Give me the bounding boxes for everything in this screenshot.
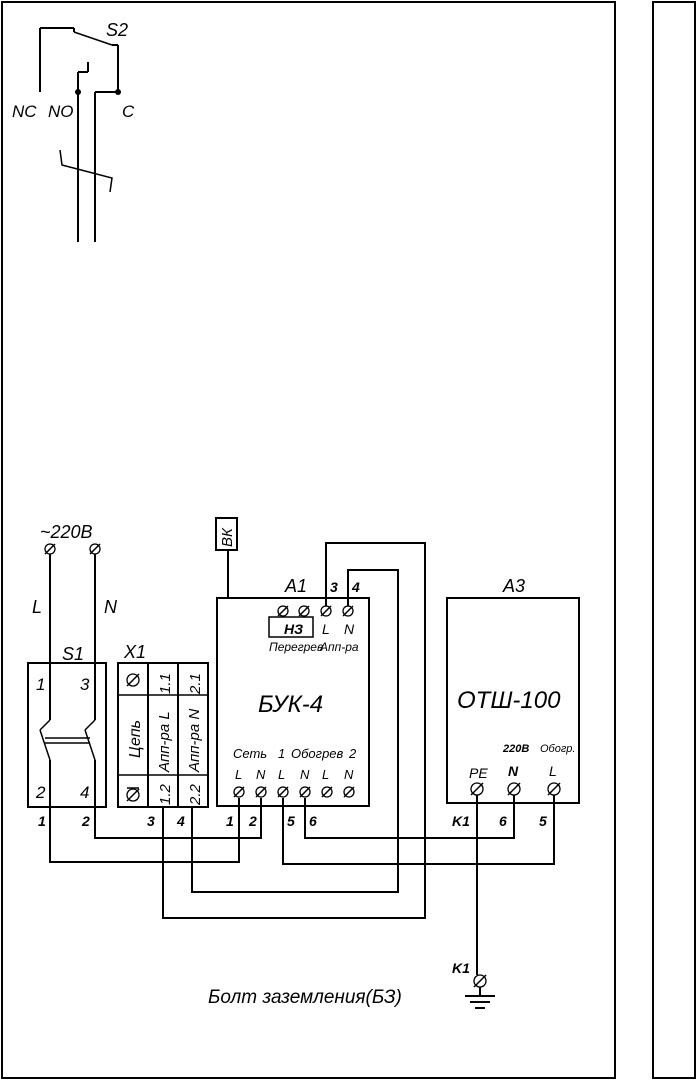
a1-group-net: Сеть [233,746,267,761]
wire-5 [282,795,555,865]
a1-pin-label-5: L [322,767,329,782]
a1-top-l: L [322,621,330,637]
ground-bolt: K1 Болт заземления(БЗ) [208,960,495,1009]
wire-6 [304,795,515,839]
bk-label: ВК [219,527,236,547]
a1-top-num-4: 4 [351,579,360,595]
wire-no-6-a3: 6 [499,813,507,829]
a1-top-n: N [344,621,355,637]
s1-pin-3: 3 [80,675,90,694]
x1-label-app-n: Апп-ра N [186,709,203,773]
s1-ref: S1 [62,644,84,664]
title-strip [652,1,696,1079]
a1-ref: A1 [284,576,307,596]
x1-id-1-2: 1.2 [157,783,174,805]
x1-label-app-l: Апп-ра L [156,711,173,773]
supply-l-label: L [32,597,42,617]
wire-no-2-a1: 2 [248,813,257,829]
a1-name: БУК-4 [258,691,323,718]
a1-pin-label-3: L [278,767,285,782]
switch-s2: S2 NC NO C [12,20,135,242]
a1-top-num-3: 3 [330,579,338,595]
a1-pin-label-4: N [300,767,310,782]
a1-pin-label-2: N [256,767,266,782]
wire-4 [191,569,399,893]
switch-s1: S1 1 3 2 4 [27,554,107,862]
x1-label-circuit: Цепь [127,720,144,758]
wire-no-5-a3: 5 [539,813,547,829]
wire-number-labels: 1 2 3 4 1 2 5 6 K1 6 5 [38,813,547,829]
drawing-frame [1,1,616,1079]
s2-label-no: NO [48,102,74,121]
a1-nz: НЗ [284,621,303,637]
wire-no-1-s1: 1 [38,813,46,829]
s2-label-nc: NC [12,102,37,121]
s2-ref: S2 [106,20,128,40]
x1-ref: X1 [123,642,146,662]
wire-1 [49,798,240,863]
a1-pin-label-6: N [344,767,354,782]
bk-box [215,517,238,551]
supply-voltage-label: ~220В [40,522,93,542]
wire-no-4-x1: 4 [176,813,185,829]
a1-group-2: 2 [348,746,357,761]
a3-l-label: L [549,763,557,779]
a1-appara-label: Апп-ра [319,640,359,654]
ground-caption: Болт заземления(БЗ) [208,987,402,1008]
x1-id-2-2: 2.2 [187,783,204,806]
supply-n-label: N [104,597,118,617]
supply-220v: ~220В L N [32,522,118,617]
wire-no-1-a1: 1 [226,813,234,829]
a1-overheat-bracket [268,616,314,638]
s1-pin-2: 2 [35,783,46,802]
wire-no-3-x1: 3 [147,813,155,829]
a3-name: ОТШ-100 [457,687,561,714]
a1-body [216,597,370,807]
sensor-bk: ВК [215,517,238,598]
a3-pe-label: PE [469,765,488,781]
wire-no-5-a1: 5 [287,813,295,829]
a3-heat-label: Обогр. [540,743,575,755]
a1-pin-label-1: L [235,767,242,782]
unit-a1-buk4: A1 НЗ L N Перегрев Апп-ра 3 4 БУК-4 Сеть… [216,576,370,807]
a3-220v-label: 220В [502,743,529,755]
s2-node-c [115,89,121,95]
a3-n-label: N [508,763,519,779]
wire-3 [162,542,426,919]
a3-ref: A3 [502,576,525,596]
terminal-block-x1: X1 Цепь Апп-ра L Апп-ра N 1.1 2.1 1.2 2.… [117,642,209,808]
a1-group-heat: Обогрев [291,746,344,761]
s1-pin-1: 1 [36,675,45,694]
a1-overheat-label: Перегрев [269,640,323,654]
wire-no-2-s1: 2 [81,813,90,829]
wire-2 [94,798,262,839]
a1-group-1: 1 [278,746,285,761]
x1-id-2-1: 2.1 [187,673,204,695]
s1-pin-4: 4 [80,783,89,802]
cable-break-mark [59,149,113,193]
wire-no-k1-a3: K1 [452,813,470,829]
wire-no-6-a1: 6 [309,813,317,829]
ground-k1-label: K1 [452,960,470,976]
s2-node-no [75,89,81,95]
wiring [49,542,555,975]
s2-label-c: C [122,102,135,121]
unit-a3-otsh100: A3 ОТШ-100 PE 220В N Обогр. L [446,576,580,804]
s1-body [27,662,107,808]
x1-id-1-1: 1.1 [157,673,174,694]
